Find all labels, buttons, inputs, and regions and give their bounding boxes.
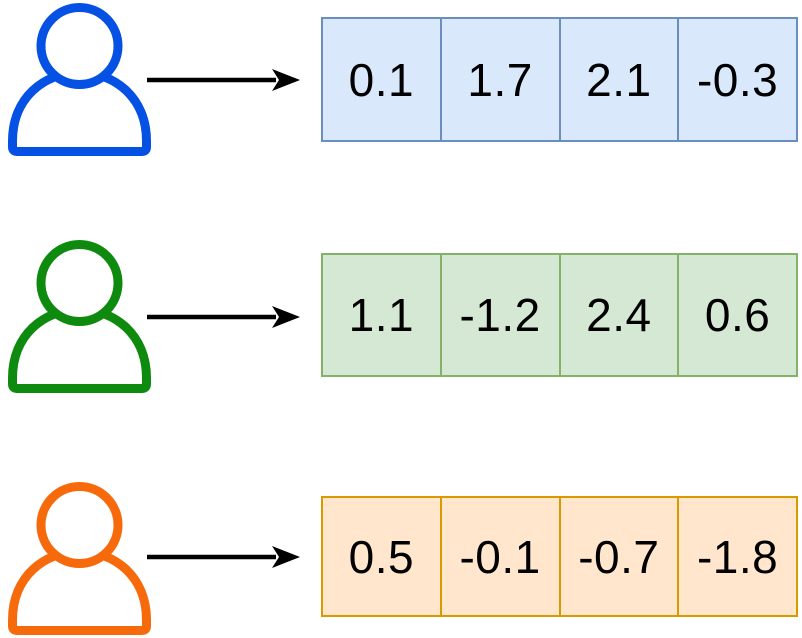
vector-box: 0.1 1.7 2.1 -0.3 [321,17,798,142]
user-icon [8,240,151,393]
vector-box: 1.1 -1.2 2.4 0.6 [321,253,798,377]
user-vector-row: 1.1 -1.2 2.4 0.6 [0,239,802,395]
vector-box: 0.5 -0.1 -0.7 -1.8 [321,496,798,617]
vector-cell: 1.1 [348,289,415,341]
vector-cell: 2.1 [558,19,678,140]
vector-cell: 0.5 [348,530,415,583]
vector-cell: -1.8 [677,498,796,615]
vector-cell: -1.2 [439,255,559,375]
arrow-icon [147,306,300,328]
user-icon [8,482,151,635]
vector-cell: 2.4 [558,255,678,375]
vector-cell: -0.3 [677,19,796,140]
arrow-icon [147,69,300,91]
user-vector-row: 0.1 1.7 2.1 -0.3 [0,2,802,158]
vector-cell: -0.7 [558,498,678,615]
vector-cell: 1.7 [439,19,559,140]
vector-cell: 0.6 [677,255,796,375]
vector-cell: -0.1 [439,498,559,615]
arrow-icon [147,546,300,568]
user-icon [8,3,151,156]
user-vector-row: 0.5 -0.1 -0.7 -1.8 [0,481,802,637]
vector-cell: 0.1 [348,53,415,106]
